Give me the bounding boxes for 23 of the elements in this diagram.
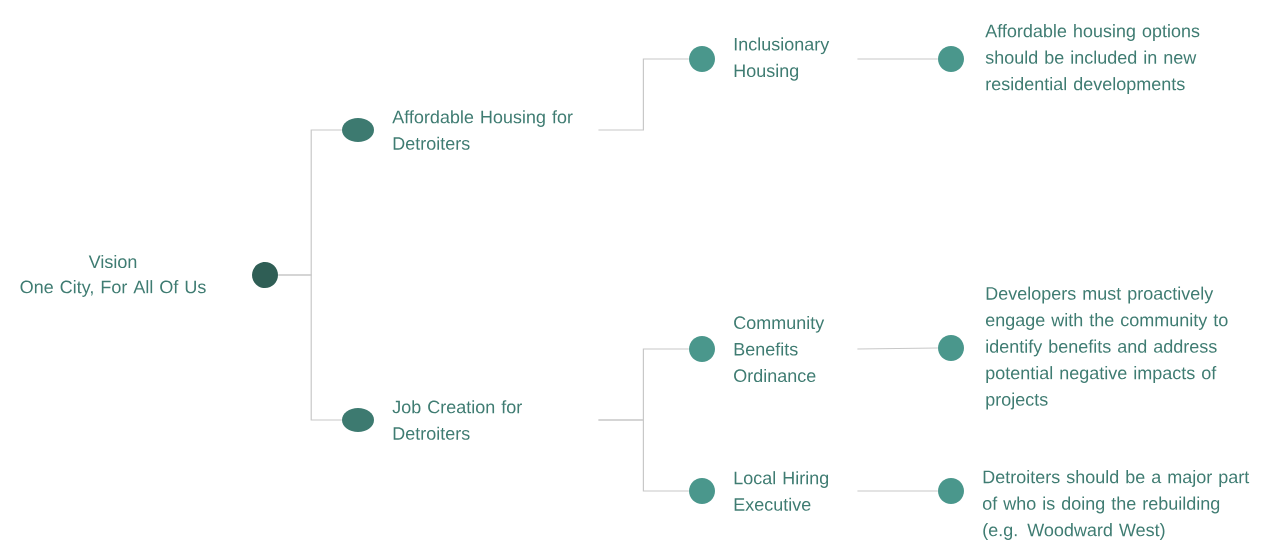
dot [252,262,278,288]
dot [342,118,374,142]
branch-label: Affordable Housing for Detroiters [392,110,573,150]
branch-label: Local Hiring Executive [734,471,829,511]
connector-line [277,274,343,421]
description-text: Developers must proactively engage with the community to identify benefits and address potential negative impacts of projects [985,286,1228,410]
dot [938,478,964,504]
heading: Vision [88,254,137,269]
description-text: One City, For All Of Us [20,280,206,297]
description-text: Detroiters should be a major part of who is doing the rebuilding (e.g. Woodward West) [982,470,1250,540]
branch-label: Inclusionary Housing [734,37,830,81]
connector-line [597,419,690,492]
dot [689,336,715,362]
connector-line [856,347,939,350]
dot [938,46,964,72]
dot [342,408,374,432]
connector-line [597,58,690,131]
dot [938,335,964,361]
branch-label: Community Benefits Ordinance [734,315,825,383]
dot [689,478,715,504]
description-text: Affordable housing options should be included in new residential developments [985,24,1200,94]
dot [689,46,715,72]
branch-label: Job Creation for Detroiters [392,400,522,440]
